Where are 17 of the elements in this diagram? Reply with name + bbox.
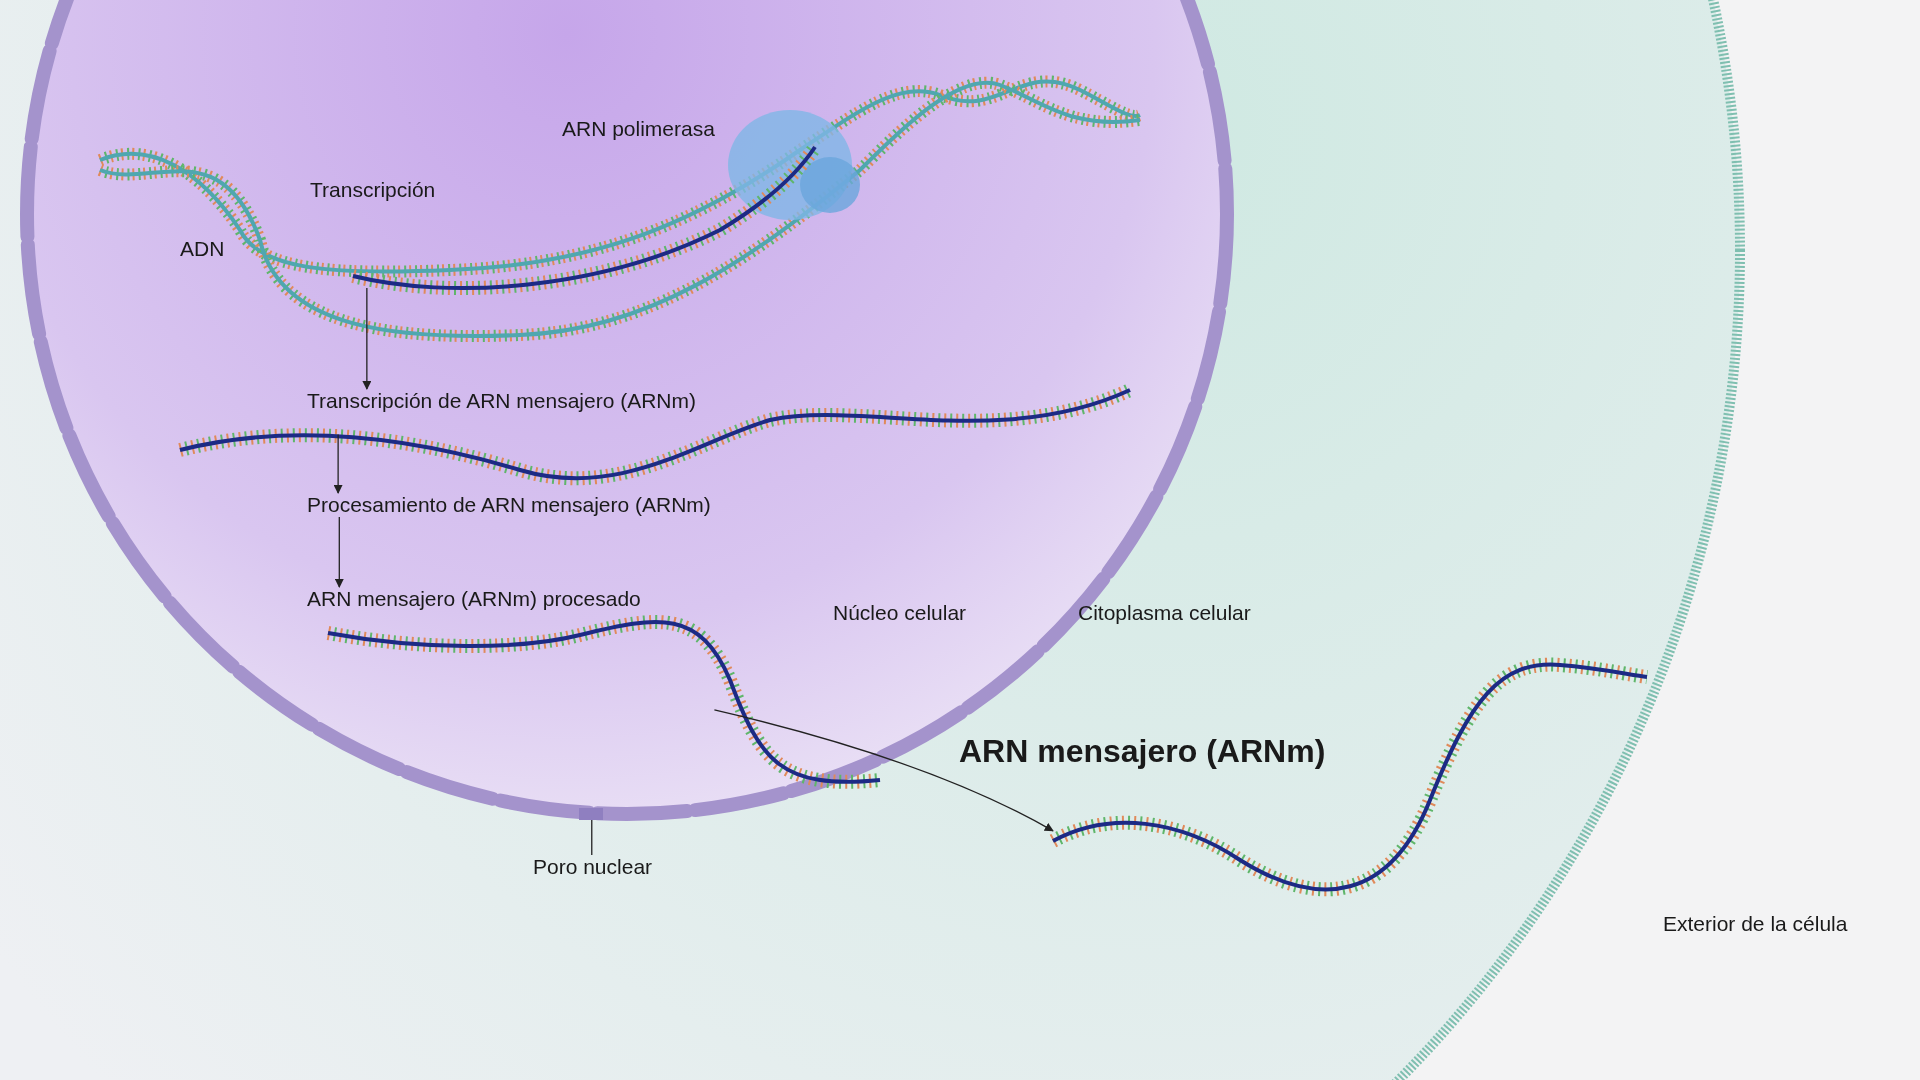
arrow bbox=[333, 433, 343, 494]
step-label: Procesamiento de ARN mensajero (ARNm) bbox=[307, 493, 711, 517]
molecule-label: ADN bbox=[180, 237, 225, 261]
leader-line bbox=[591, 819, 593, 856]
arrow bbox=[334, 516, 344, 588]
enzyme-label: ARN polimerasa bbox=[562, 117, 715, 141]
region-label: Núcleo celular bbox=[833, 601, 967, 625]
region-label: Citoplasma celular bbox=[1078, 601, 1251, 625]
nuclear-pore-drawing bbox=[579, 808, 603, 820]
step-label: ARN mensajero (ARNm) procesado bbox=[307, 587, 641, 611]
arrow bbox=[713, 709, 1054, 832]
region-label: Exterior de la célula bbox=[1663, 912, 1848, 936]
process-label: Transcripción bbox=[310, 178, 436, 202]
arrow bbox=[362, 287, 372, 390]
step-label: Poro nuclear bbox=[533, 855, 653, 879]
molecule-title: ARN mensajero (ARNm) bbox=[959, 733, 1326, 770]
step-label: Transcripción de ARN mensajero (ARNm) bbox=[307, 389, 696, 413]
